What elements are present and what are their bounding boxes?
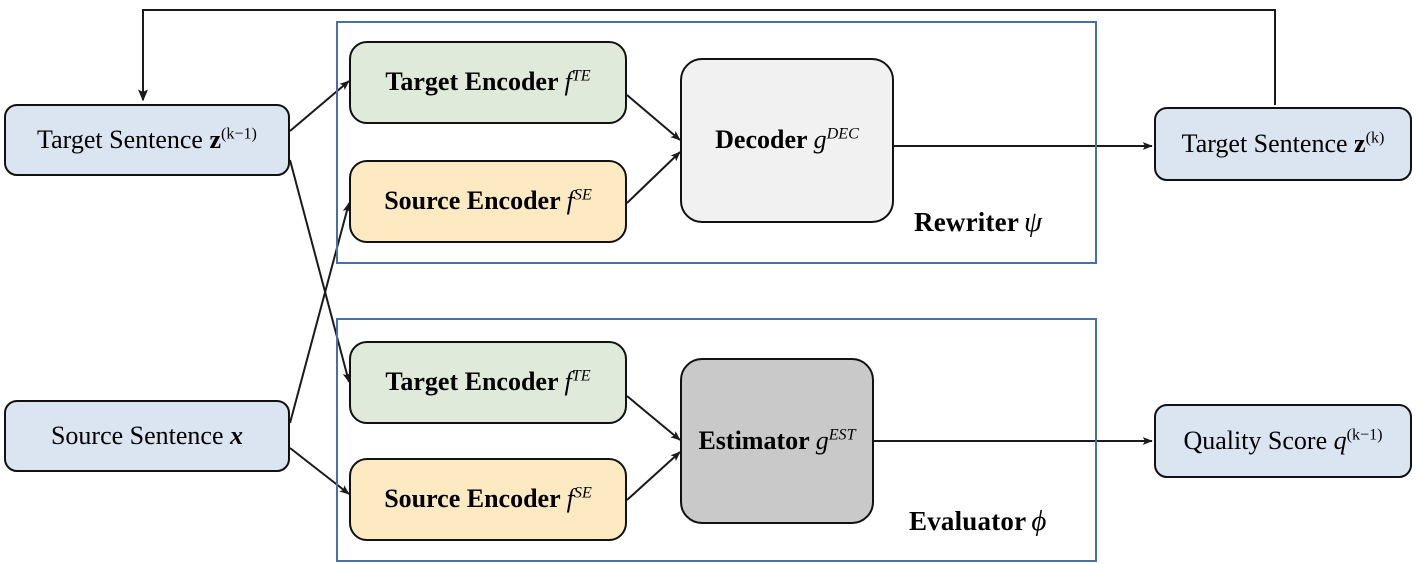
group-evaluator bbox=[336, 318, 1097, 562]
node-source-sentence-label: Source Sentence x bbox=[50, 420, 244, 450]
math-var-f-te-rw: f bbox=[564, 67, 572, 97]
node-evaluator-source-encoder[interactable]: Source Encoder fSE bbox=[349, 458, 627, 541]
node-estimator-label: Estimator gEST bbox=[698, 425, 856, 455]
node-target-sentence-prev[interactable]: Target Sentence z(k−1) bbox=[4, 104, 290, 176]
node-estimator[interactable]: Estimator gEST bbox=[680, 358, 874, 524]
math-var-z-prev: z bbox=[209, 124, 221, 154]
math-sup-k: (k) bbox=[1365, 129, 1385, 147]
group-rewriter-label-text: Rewriter bbox=[914, 207, 1020, 237]
math-sup-k-minus-1: (k−1) bbox=[221, 125, 257, 143]
node-target-sentence-next[interactable]: Target Sentence z(k) bbox=[1154, 107, 1412, 181]
group-evaluator-label-text: Evaluator bbox=[909, 506, 1027, 536]
node-target-sentence-next-label: Target Sentence z(k) bbox=[1181, 128, 1385, 158]
math-sup-dec: DEC bbox=[826, 125, 859, 143]
node-evaluator-target-encoder[interactable]: Target Encoder fTE bbox=[349, 341, 627, 424]
math-var-g-est: g bbox=[815, 425, 829, 455]
node-decoder-label: Decoder gDEC bbox=[715, 125, 859, 155]
math-var-g-dec: g bbox=[813, 125, 827, 155]
math-var-q: q bbox=[1333, 425, 1347, 455]
math-var-z-next: z bbox=[1354, 128, 1366, 158]
node-rewriter-source-encoder-label: Source Encoder fSE bbox=[384, 186, 592, 216]
group-evaluator-symbol: ϕ bbox=[1031, 505, 1047, 537]
node-evaluator-target-encoder-label: Target Encoder fTE bbox=[385, 367, 591, 397]
node-decoder[interactable]: Decoder gDEC bbox=[680, 58, 894, 223]
node-rewriter-target-encoder-label: Target Encoder fTE bbox=[385, 67, 591, 97]
math-var-x: x bbox=[230, 420, 244, 450]
node-quality-score-label: Quality Score q(k−1) bbox=[1183, 425, 1383, 455]
node-evaluator-source-encoder-label: Source Encoder fSE bbox=[384, 484, 592, 514]
math-sup-se-ev: SE bbox=[573, 484, 592, 502]
math-sup-est: EST bbox=[828, 426, 856, 444]
node-quality-score[interactable]: Quality Score q(k−1) bbox=[1154, 404, 1412, 478]
math-var-f-se-ev: f bbox=[566, 484, 574, 514]
math-var-f-se-rw: f bbox=[566, 186, 574, 216]
math-sup-te-rw: TE bbox=[571, 67, 591, 85]
group-rewriter bbox=[336, 21, 1097, 264]
group-rewriter-symbol: ψ bbox=[1024, 206, 1043, 238]
math-sup-k-minus-1-q: (k−1) bbox=[1346, 426, 1383, 444]
node-target-sentence-prev-label: Target Sentence z(k−1) bbox=[37, 124, 257, 154]
node-rewriter-target-encoder[interactable]: Target Encoder fTE bbox=[349, 41, 627, 124]
node-rewriter-source-encoder[interactable]: Source Encoder fSE bbox=[349, 160, 627, 243]
node-source-sentence[interactable]: Source Sentence x bbox=[4, 400, 290, 472]
math-var-f-te-ev: f bbox=[564, 367, 572, 397]
math-sup-te-ev: TE bbox=[571, 367, 591, 385]
math-sup-se-rw: SE bbox=[573, 186, 592, 204]
